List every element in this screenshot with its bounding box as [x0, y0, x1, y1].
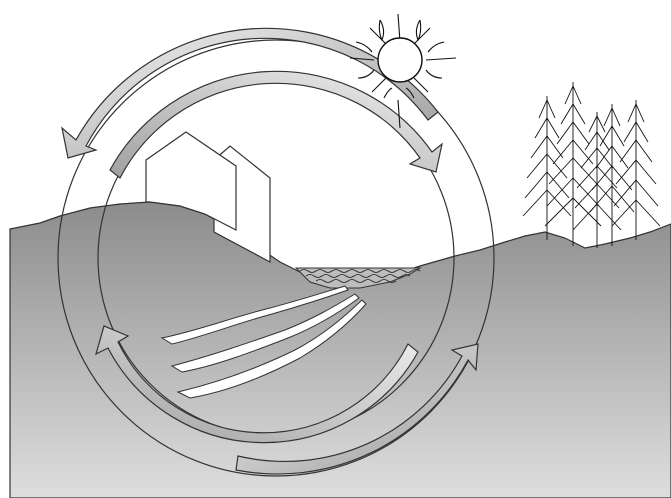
- sun: [350, 14, 456, 128]
- trees: [523, 82, 660, 248]
